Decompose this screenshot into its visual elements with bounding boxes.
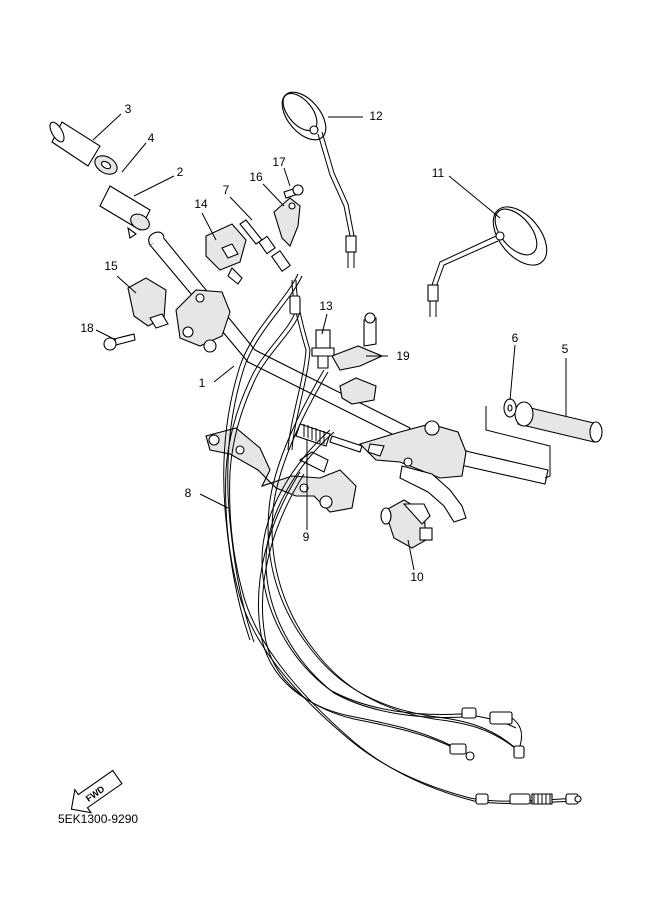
grip-end-ring-part-4 <box>94 155 118 175</box>
left-mirror-part-12 <box>281 91 357 268</box>
spring-part-9 <box>295 423 363 453</box>
callout-17: 17 <box>272 155 286 169</box>
clutch-lever-holder <box>358 420 467 479</box>
cable-guide-part-16 <box>273 197 301 247</box>
callout-19: 19 <box>396 349 410 363</box>
callout-15: 15 <box>104 259 118 273</box>
callout-3: 3 <box>125 102 132 116</box>
handlebar-holder-upper <box>339 377 377 405</box>
cable-group-part-8 <box>223 273 582 805</box>
left-grip-part-3 <box>49 121 101 167</box>
callout-16: 16 <box>249 170 263 184</box>
callout-11: 11 <box>432 166 445 180</box>
switch-housing-left <box>175 289 231 353</box>
throttle-grip-part-2 <box>99 185 151 239</box>
screw-part-18 <box>103 333 136 351</box>
bracket-part-19 <box>331 312 384 371</box>
callout-13: 13 <box>319 299 333 313</box>
switch-part-10 <box>380 499 433 549</box>
callout-5: 5 <box>562 342 569 356</box>
callout-1: 1 <box>199 376 206 390</box>
callout-8: 8 <box>185 486 192 500</box>
clutch-lever <box>399 465 467 523</box>
right-grip-part-5 <box>485 401 603 479</box>
callout-18: 18 <box>80 321 94 335</box>
callout-2: 2 <box>177 165 184 179</box>
cable-adjuster-part-13 <box>311 329 335 369</box>
grip-end-part-6 <box>503 398 517 418</box>
throttle-housing-lower-part-15 <box>127 277 169 329</box>
diagram-part-code: 5EK1300-9290 <box>58 812 138 826</box>
callout-9: 9 <box>303 530 310 544</box>
cable-adjuster-part-7 <box>239 219 292 273</box>
callout-12: 12 <box>369 109 383 123</box>
callout-4: 4 <box>148 131 155 145</box>
leader-lines <box>92 113 567 571</box>
callout-7: 7 <box>223 183 230 197</box>
callout-14: 14 <box>194 197 208 211</box>
fwd-arrow: FWD <box>70 769 123 814</box>
right-mirror-part-11 <box>427 206 548 317</box>
throttle-housing-upper-part-14 <box>205 223 247 285</box>
screw-part-17 <box>283 184 304 199</box>
callout-labels: 1 2 3 4 5 6 7 8 9 10 11 12 13 14 15 16 1… <box>80 102 568 584</box>
callout-6: 6 <box>512 331 519 345</box>
callout-10: 10 <box>410 570 424 584</box>
